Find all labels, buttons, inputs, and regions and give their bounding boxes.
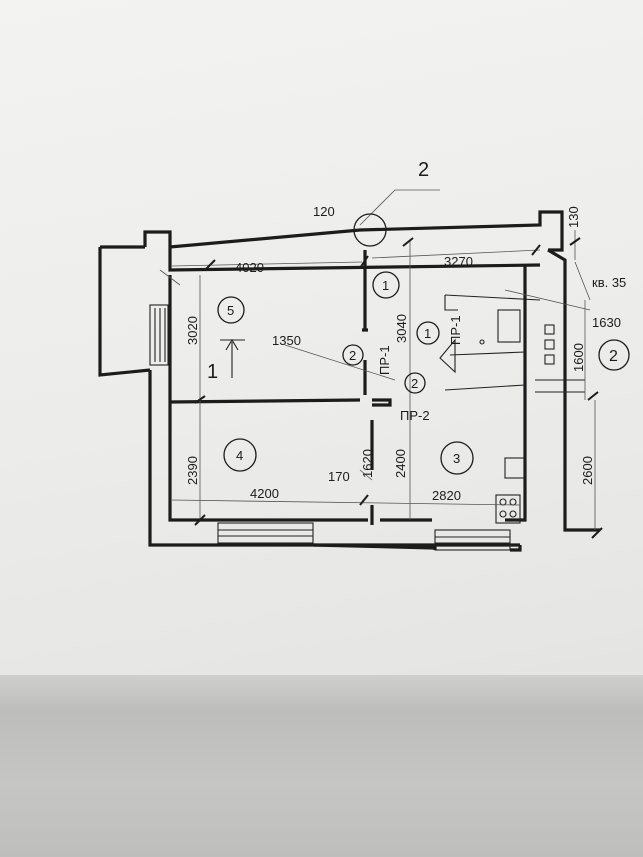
vent-icon [544,324,555,335]
room-5-number: 5 [227,303,234,318]
dim-2820: 2820 [432,488,461,503]
right-shaft-wall [547,248,600,532]
dim-4200: 4200 [250,486,279,501]
entrance-number: 1 [207,361,218,383]
partition-vertical [362,250,374,525]
left-wall [148,275,520,547]
dim-3020: 3020 [185,316,200,345]
dim-1630: 1630 [592,315,621,330]
dim-1620: 1620 [360,449,375,478]
dim-130: 130 [566,206,581,228]
opening-pr1b: ПР-1 [448,315,463,345]
room-1-number: 1 [382,278,389,293]
room-1-circle [372,271,400,299]
stair-box [149,304,169,366]
room-3-circle [440,441,474,475]
apartment-label: кв. 35 [592,275,626,290]
dim-3040: 3040 [394,314,409,343]
bathtub [497,309,521,343]
dim-120: 120 [313,204,335,219]
dim-2400: 2400 [393,449,408,478]
room-4-circle [223,438,257,472]
room-5-circle [217,296,245,324]
scan-shadow [0,675,643,857]
room-4-number: 4 [236,448,243,463]
opening-pr1: ПР-1 [377,345,392,375]
window-room-4 [217,522,314,544]
dim-3270: 3270 [444,254,473,269]
drain-icon [479,339,485,345]
room-1b-number: 1 [424,326,431,341]
dim-4020: 4020 [235,260,264,275]
outer-wall [143,210,564,272]
partition-5-4 [169,398,392,407]
section-circle [353,213,387,247]
dim-2390: 2390 [185,456,200,485]
room-2c-circle [598,339,630,371]
left-shaft-wall [98,245,151,377]
room-2c-number: 2 [609,348,618,365]
window-room-3 [434,529,511,551]
door-leaf-bath [439,338,456,374]
room-2b-number: 2 [411,376,418,391]
section-mark: 2 [418,159,429,181]
bottom-wall [218,510,527,522]
dim-1350: 1350 [272,333,301,348]
bathroom-block [444,294,541,391]
vent-icon [544,339,555,350]
dim-170: 170 [328,469,350,484]
room-3-number: 3 [453,451,460,466]
room-2a-number: 2 [349,348,356,363]
room-1b-circle [416,321,440,345]
sink [504,457,526,479]
dim-2600: 2600 [580,456,595,485]
dim-1600: 1600 [571,343,586,372]
stove [495,494,521,524]
vent-icon [544,354,555,365]
room-2a-circle [342,344,364,366]
opening-pr2: ПР-2 [400,408,430,423]
room-2b-circle [404,372,426,394]
